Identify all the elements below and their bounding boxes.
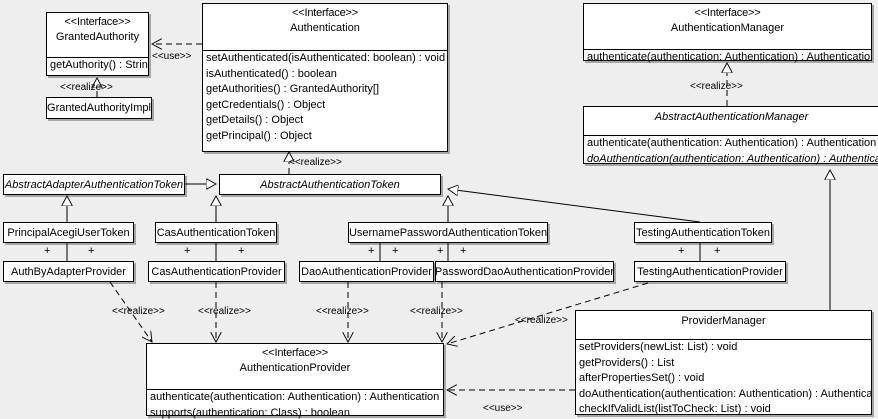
operations-compartment: getAuthority() : String: [47, 58, 148, 74]
class-header: <<Interface>> Authentication: [203, 4, 447, 51]
operation: doAuthentication(authentication: Authent…: [579, 387, 871, 400]
class-auth-by-adapter-provider[interactable]: AuthByAdapterProvider: [3, 261, 134, 282]
class-cas-authentication-token[interactable]: CasAuthenticationToken: [155, 222, 277, 243]
class-dao-authentication-provider[interactable]: DaoAuthenticationProvider: [299, 261, 434, 282]
class-name: AuthenticationManager: [670, 22, 785, 34]
class-name: Authentication: [290, 22, 360, 34]
multiplicity-marker: +: [437, 245, 444, 257]
operations-compartment: setAuthenticated(isAuthenticated: boolea…: [203, 51, 447, 144]
class-header: AbstractAuthenticationManager: [584, 107, 878, 136]
operation: getAuthority() : String: [50, 59, 148, 71]
operation: afterPropertiesSet() : void: [579, 372, 705, 384]
class-header: <<Interface>> AuthenticationProvider: [147, 344, 443, 390]
operation: getDetails() : Object: [206, 114, 304, 126]
class-authentication[interactable]: <<Interface>> Authentication setAuthenti…: [202, 3, 448, 152]
class-authentication-manager[interactable]: <<Interface>> AuthenticationManager auth…: [583, 3, 872, 63]
multiplicity-marker: +: [88, 245, 95, 257]
operation: getCredentials() : Object: [206, 98, 326, 111]
operations-compartment: authenticate(authentication: Authenticat…: [584, 136, 878, 167]
multiplicity-marker: +: [460, 245, 467, 257]
operation: checkIfValidList(listToCheck: List) : vo…: [579, 403, 771, 415]
class-header: <<Interface>> GrantedAuthority: [47, 13, 148, 58]
stereotype-label: <<Interface>>: [64, 16, 131, 28]
class-name: AbstractAuthenticationManager: [654, 111, 809, 123]
class-testing-authentication-token[interactable]: TestingAuthenticationToken: [634, 222, 772, 243]
class-header: ProviderManager: [576, 311, 871, 340]
class-principal-acegi-user-token[interactable]: PrincipalAcegiUserToken: [3, 222, 134, 243]
multiplicity-marker: +: [44, 245, 51, 257]
operation: authenticate(authentication: Authenticat…: [150, 391, 440, 403]
stereotype-label: <<Interface>>: [694, 7, 761, 19]
relation-label-realize-cas-provider: <<realize>>: [198, 306, 251, 317]
class-name: DaoAuthenticationProvider: [301, 265, 432, 278]
relation-label-realize-abstract-authentication-manager: <<realize>>: [690, 81, 743, 92]
relation-label-realize-granted-authority-impl: <<realize>>: [60, 82, 113, 93]
relation-label-use-provider-manager: <<use>>: [483, 403, 523, 414]
class-name: UsernamePasswordAuthenticationToken: [348, 226, 548, 239]
operation: supports(authentication: Class) : boolea…: [150, 406, 350, 419]
multiplicity-marker: +: [714, 245, 721, 257]
relation-label-realize-auth-by-adapter-provider: <<realize>>: [112, 306, 165, 317]
class-granted-authority-impl[interactable]: GrantedAuthorityImpl: [46, 97, 152, 119]
class-cas-authentication-provider[interactable]: CasAuthenticationProvider: [148, 261, 285, 282]
operation: isAuthenticated() : boolean: [206, 67, 337, 80]
relation-label-realize-testing-provider: <<realize>>: [515, 315, 568, 326]
class-testing-authentication-provider[interactable]: TestingAuthenticationProvider: [634, 261, 786, 282]
relation-label-realize-abstract-authentication-token: <<realize>>: [289, 157, 342, 168]
multiplicity-marker: +: [238, 245, 245, 257]
class-name: TestingAuthenticationProvider: [637, 265, 783, 278]
class-name: CasAuthenticationToken: [156, 226, 276, 239]
class-username-password-authentication-token[interactable]: UsernamePasswordAuthenticationToken: [348, 222, 548, 243]
class-name: AbstractAdapterAuthenticationToken: [4, 178, 184, 191]
relation-label-realize-dao-provider: <<realize>>: [316, 306, 369, 317]
operation: getAuthorities() : GrantedAuthority[]: [206, 83, 380, 95]
operations-compartment: setProviders(newList: List) : void getPr…: [576, 340, 871, 418]
multiplicity-marker: +: [184, 245, 191, 257]
class-granted-authority[interactable]: <<Interface>> GrantedAuthority getAuthor…: [46, 12, 149, 76]
relation-label-realize-password-dao-provider: <<realize>>: [410, 306, 463, 317]
class-password-dao-authentication-provider[interactable]: PasswordDaoAuthenticationProvider: [435, 261, 614, 282]
stereotype-label: <<Interface>>: [292, 7, 358, 19]
class-header: <<Interface>> AuthenticationManager: [584, 4, 871, 50]
class-provider-manager[interactable]: ProviderManager setProviders(newList: Li…: [575, 310, 872, 415]
operations-compartment: authenticate(authentication: Authenticat…: [584, 50, 871, 66]
relation-label-use-granted-authority: <<use>>: [152, 51, 192, 62]
multiplicity-marker: +: [392, 245, 399, 257]
class-name: GrantedAuthorityImpl: [47, 102, 151, 114]
stereotype-label: <<Interface>>: [262, 347, 328, 359]
class-abstract-authentication-token[interactable]: AbstractAuthenticationToken: [219, 174, 441, 195]
operation: getPrincipal() : Object: [206, 129, 312, 142]
class-name: CasAuthenticationProvider: [151, 265, 282, 278]
class-name: GrantedAuthority: [55, 31, 140, 43]
multiplicity-marker: +: [678, 245, 685, 257]
operation: authenticate(authentication: Authenticat…: [587, 51, 871, 63]
operation: setAuthenticated(isAuthenticated: boolea…: [206, 52, 446, 64]
class-authentication-provider[interactable]: <<Interface>> AuthenticationProvider aut…: [146, 343, 444, 419]
operation: doAuthentication(authentication: Authent…: [587, 152, 878, 165]
class-name: AuthenticationProvider: [239, 362, 351, 374]
multiplicity-marker: +: [368, 245, 375, 257]
class-name: AuthByAdapterProvider: [11, 265, 126, 278]
operation: authenticate(authentication: Authenticat…: [587, 137, 877, 149]
operation: getProviders() : List: [579, 356, 675, 369]
class-abstract-authentication-manager[interactable]: AbstractAuthenticationManager authentica…: [583, 106, 878, 167]
operation: setProviders(newList: List) : void: [579, 341, 738, 353]
class-abstract-adapter-authentication-token[interactable]: AbstractAdapterAuthenticationToken: [3, 174, 185, 195]
class-name: TestingAuthenticationToken: [636, 226, 770, 239]
class-name: AbstractAuthenticationToken: [260, 178, 400, 191]
class-name: PrincipalAcegiUserToken: [7, 226, 130, 239]
class-name: ProviderManager: [681, 315, 766, 327]
class-name: PasswordDaoAuthenticationProvider: [434, 265, 615, 278]
operations-compartment: authenticate(authentication: Authenticat…: [147, 390, 443, 419]
